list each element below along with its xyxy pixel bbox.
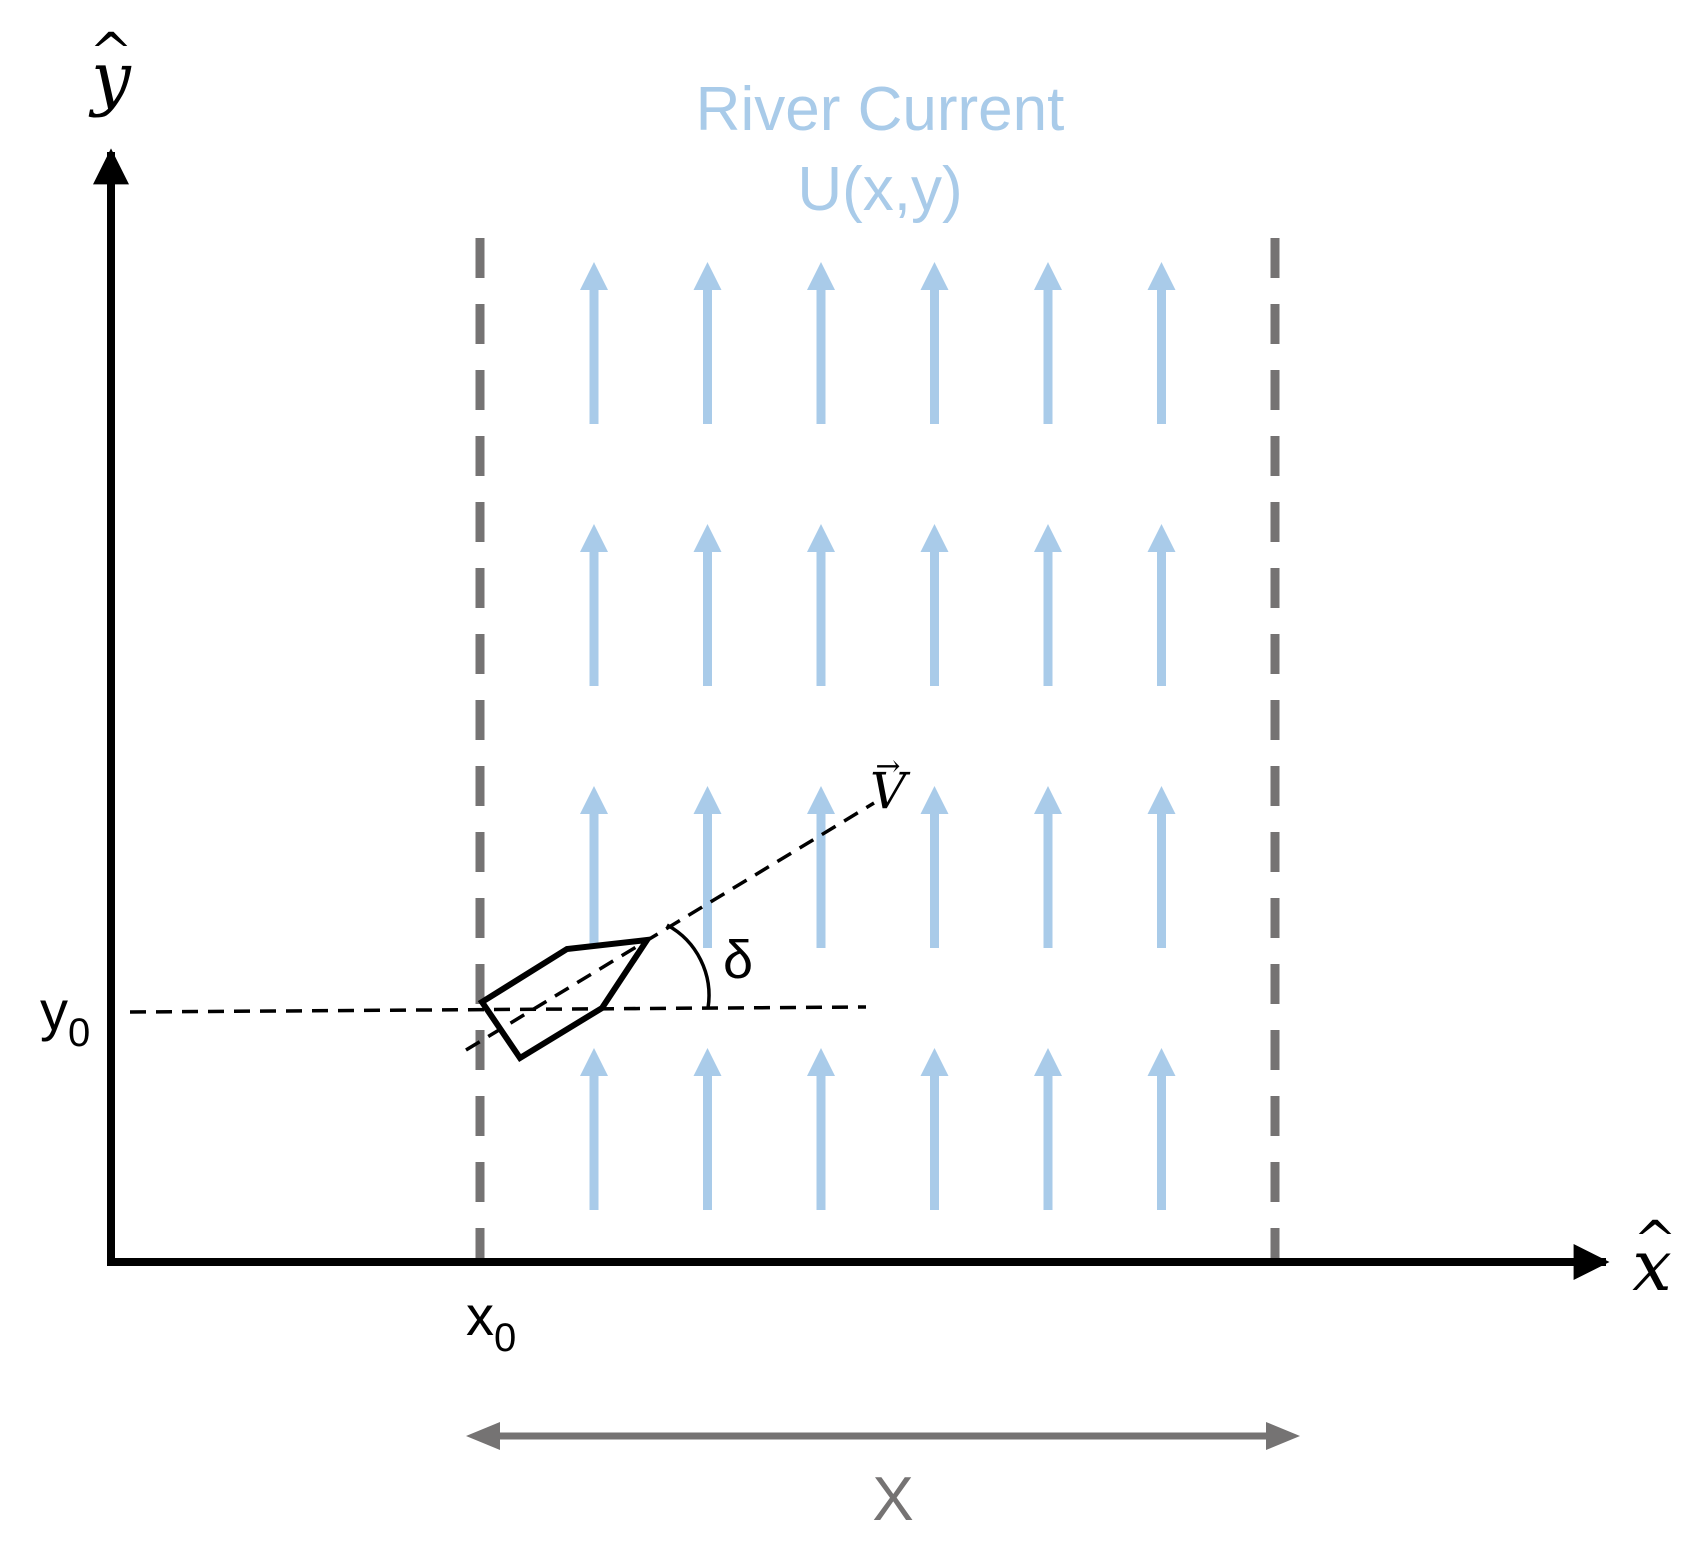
current-arrow-head xyxy=(1034,524,1062,552)
current-arrow xyxy=(807,786,835,948)
current-arrow xyxy=(1034,262,1062,424)
current-arrow-head xyxy=(580,524,608,552)
current-arrow-head xyxy=(807,786,835,814)
river-width-label: X xyxy=(872,1465,913,1534)
current-arrow xyxy=(1034,786,1062,948)
current-arrow xyxy=(1034,524,1062,686)
current-arrow-head xyxy=(693,786,722,814)
current-arrow xyxy=(693,786,722,948)
current-arrow-head xyxy=(693,524,722,552)
current-arrow-head xyxy=(1147,786,1176,814)
current-arrow-head xyxy=(1034,1048,1062,1076)
current-arrow-head xyxy=(920,524,949,552)
x-axis-label: x xyxy=(1632,1225,1671,1307)
current-arrow-head xyxy=(1147,524,1176,552)
y-axis-label: y xyxy=(88,37,132,119)
current-arrow-head xyxy=(1147,262,1176,290)
current-arrow-head xyxy=(807,262,835,290)
current-arrow-head xyxy=(693,1048,722,1076)
current-arrow-head xyxy=(580,1048,608,1076)
current-arrow xyxy=(807,524,835,686)
current-arrow xyxy=(693,262,722,424)
x0-base: x xyxy=(466,1284,494,1347)
velocity-label: V xyxy=(870,762,911,820)
current-arrow xyxy=(580,1048,608,1210)
current-arrow-head xyxy=(580,786,608,814)
current-arrow-head xyxy=(1034,786,1062,814)
x-axis-hat: ^ xyxy=(1633,1211,1677,1271)
current-arrow-head xyxy=(920,262,949,290)
current-arrow-head xyxy=(807,524,835,552)
current-arrow xyxy=(920,524,949,686)
current-arrow xyxy=(1147,262,1176,424)
angle-arc xyxy=(666,923,711,1009)
y0-reference-line xyxy=(129,1005,867,1014)
current-arrow xyxy=(693,524,722,686)
diagram-title-line1: River Current xyxy=(696,75,1065,144)
river-width-arrow-right-head xyxy=(1266,1422,1300,1450)
y0-base: y xyxy=(40,979,68,1042)
current-arrow xyxy=(1147,786,1176,948)
y0-label: y0 xyxy=(40,979,90,1055)
current-arrow-head xyxy=(1034,262,1062,290)
current-arrow xyxy=(580,262,608,424)
current-arrow xyxy=(807,262,835,424)
diagram-title-line2: U(x,y) xyxy=(797,155,962,224)
current-arrow xyxy=(807,1048,835,1210)
current-arrow xyxy=(920,262,949,424)
current-arrows-grid xyxy=(580,262,1176,1210)
current-arrow-head xyxy=(920,786,949,814)
current-arrow xyxy=(580,524,608,686)
boat xyxy=(477,936,654,1063)
y0-subscript: 0 xyxy=(68,1011,90,1055)
x0-label: x0 xyxy=(466,1284,516,1360)
current-arrow xyxy=(1147,524,1176,686)
velocity-arrow-symbol: → xyxy=(875,749,900,784)
current-arrow xyxy=(1034,1048,1062,1210)
current-arrow-head xyxy=(920,1048,949,1076)
current-arrow-head xyxy=(807,1048,835,1076)
current-arrow-head xyxy=(693,262,722,290)
current-arrow-head xyxy=(580,262,608,290)
current-arrow xyxy=(920,1048,949,1210)
current-arrow xyxy=(920,786,949,948)
y-axis-hat: ^ xyxy=(89,23,133,83)
x0-subscript: 0 xyxy=(494,1316,516,1360)
current-arrow xyxy=(580,786,608,948)
current-arrow-head xyxy=(1147,1048,1176,1076)
angle-label: δ xyxy=(723,930,753,990)
current-arrow xyxy=(693,1048,722,1210)
current-arrow xyxy=(1147,1048,1176,1210)
river-width-arrow-left-head xyxy=(466,1422,500,1450)
